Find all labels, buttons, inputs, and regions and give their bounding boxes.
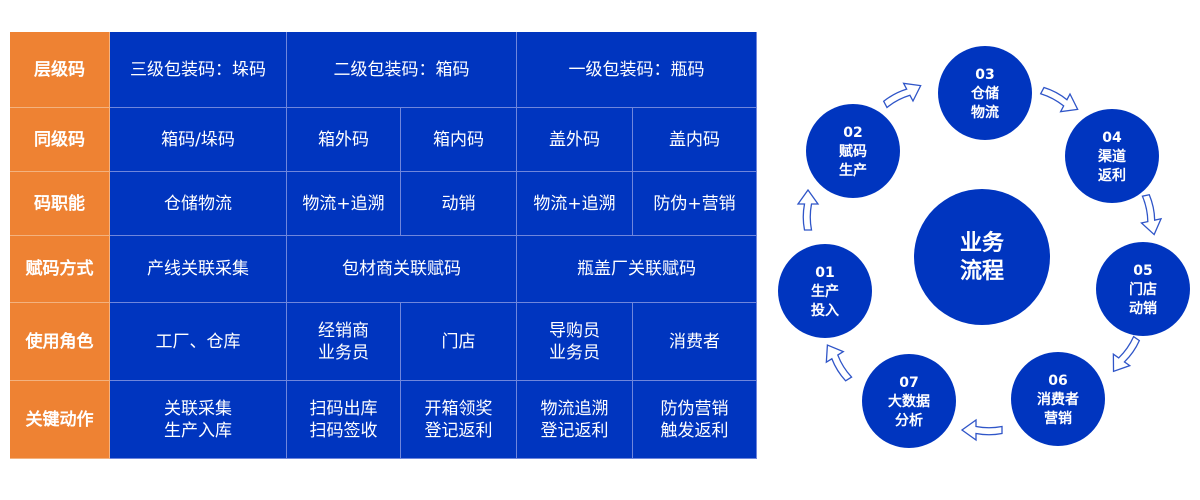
table-cell: 门店 xyxy=(401,303,517,381)
table-cell: 盖外码 xyxy=(517,108,633,172)
step-label: 仓储 xyxy=(970,85,999,102)
code-hierarchy-table: 层级码三级包装码：垛码二级包装码：箱码一级包装码：瓶码同级码箱码/垛码箱外码箱内… xyxy=(10,32,757,459)
table-cell: 关联采集 生产入库 xyxy=(110,381,287,459)
table-cell: 动销 xyxy=(401,172,517,236)
step-number: 05 xyxy=(1133,263,1152,279)
step-circle xyxy=(778,244,872,338)
step-label: 大数据 xyxy=(888,393,930,410)
center-label: 业务 xyxy=(960,231,1005,256)
step-label: 生产 xyxy=(839,162,867,179)
step-circle xyxy=(806,104,900,198)
flow-arrow-icon xyxy=(796,188,820,231)
table-cell: 产线关联采集 xyxy=(110,236,287,303)
center-label: 流程 xyxy=(960,258,1004,284)
table-cell: 导购员 业务员 xyxy=(517,303,633,381)
step-number: 03 xyxy=(975,67,994,83)
step-circle xyxy=(938,46,1032,140)
table-cell: 工厂、仓库 xyxy=(110,303,287,381)
step-circle xyxy=(1065,109,1159,203)
table-cell: 包材商关联赋码 xyxy=(287,236,517,303)
step-label: 物流 xyxy=(971,104,999,121)
flow-arrow-icon xyxy=(882,82,922,109)
row-header: 层级码 xyxy=(10,32,110,108)
table-cell: 消费者 xyxy=(633,303,757,381)
row-header: 关键动作 xyxy=(10,381,110,459)
flow-arrow-icon xyxy=(1039,86,1079,113)
table-cell: 仓储物流 xyxy=(110,172,287,236)
step-circle xyxy=(862,354,956,448)
step-label: 消费者 xyxy=(1037,391,1079,408)
step-label: 赋码 xyxy=(839,143,867,160)
table-cell: 箱码/垛码 xyxy=(110,108,287,172)
flow-arrow-icon xyxy=(825,344,853,382)
step-label: 生产 xyxy=(811,283,839,300)
step-label: 渠道 xyxy=(1097,148,1126,165)
step-label: 门店 xyxy=(1129,281,1157,298)
table-cell: 物流追溯 登记返利 xyxy=(517,381,633,459)
table-cell: 开箱领奖 登记返利 xyxy=(401,381,517,459)
step-label: 分析 xyxy=(895,412,923,429)
step-number: 06 xyxy=(1048,373,1067,389)
flow-arrow-icon xyxy=(960,418,1003,442)
table-cell: 三级包装码：垛码 xyxy=(110,32,287,108)
table-cell: 盖内码 xyxy=(633,108,757,172)
table-cell: 扫码出库 扫码签收 xyxy=(287,381,401,459)
table-cell: 箱外码 xyxy=(287,108,401,172)
row-header: 码职能 xyxy=(10,172,110,236)
table-cell: 二级包装码：箱码 xyxy=(287,32,517,108)
table-cell: 一级包装码：瓶码 xyxy=(517,32,757,108)
table-cell: 物流+追溯 xyxy=(287,172,401,236)
row-header: 同级码 xyxy=(10,108,110,172)
step-number: 01 xyxy=(815,265,834,281)
row-header: 赋码方式 xyxy=(10,236,110,303)
step-number: 04 xyxy=(1102,130,1122,146)
table-cell: 箱内码 xyxy=(401,108,517,172)
table-cell: 瓶盖厂关联赋码 xyxy=(517,236,757,303)
table-cell: 经销商 业务员 xyxy=(287,303,401,381)
step-label: 投入 xyxy=(811,303,839,319)
flow-arrow-icon xyxy=(1140,193,1163,236)
table-cell: 防伪营销 触发返利 xyxy=(633,381,757,459)
table-cell: 防伪+营销 xyxy=(633,172,757,236)
step-number: 07 xyxy=(899,375,918,391)
table-cell: 物流+追溯 xyxy=(517,172,633,236)
flow-arrow-icon xyxy=(1112,335,1141,373)
step-circle xyxy=(1011,352,1105,446)
step-label: 动销 xyxy=(1129,300,1157,317)
step-label: 返利 xyxy=(1098,167,1126,184)
row-header: 使用角色 xyxy=(10,303,110,381)
step-circle xyxy=(1096,242,1190,336)
center-circle xyxy=(914,189,1050,325)
step-number: 02 xyxy=(843,125,862,141)
step-label: 营销 xyxy=(1044,410,1072,427)
